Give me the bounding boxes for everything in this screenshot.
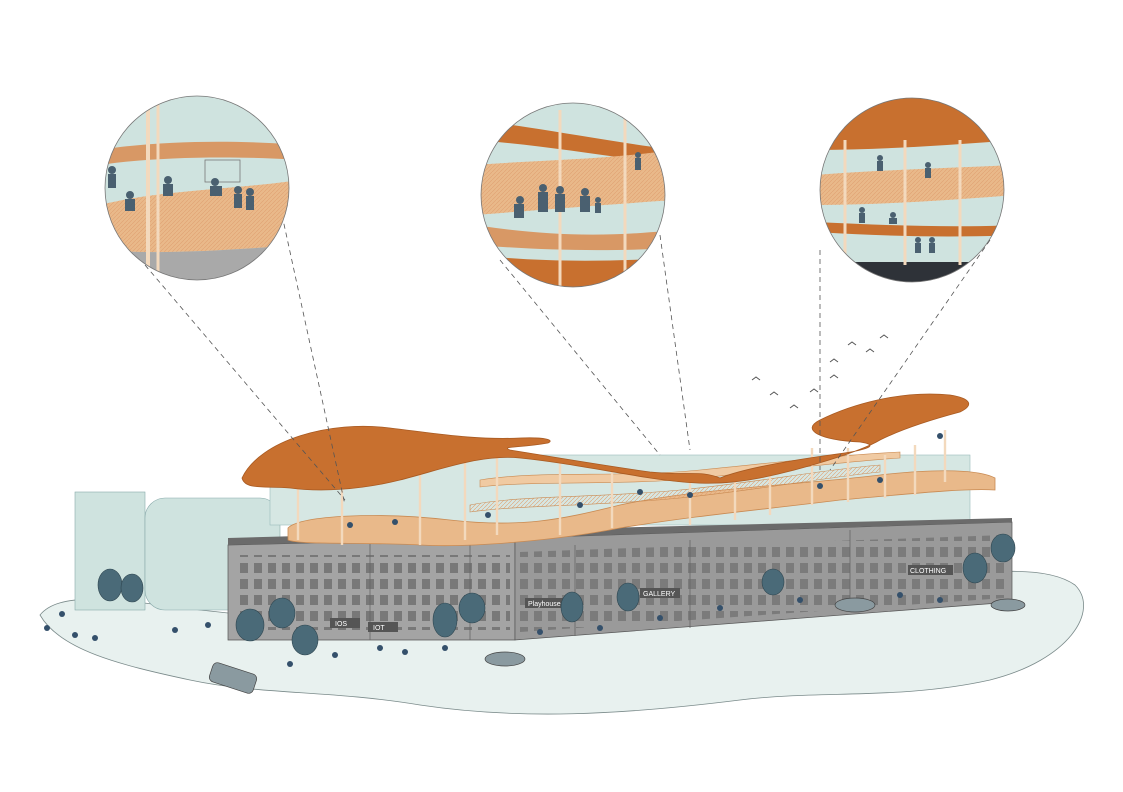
callout-stacked-decks: [819, 97, 1005, 283]
sign-5: CLOTHING: [910, 568, 946, 575]
callout-ramp-walkway: [480, 102, 666, 288]
pedestrians: [44, 433, 943, 667]
birds: [751, 334, 889, 409]
bus-icon: [208, 662, 258, 694]
street-trees: [97, 533, 1016, 656]
car-icon: [990, 598, 1026, 612]
columns: [296, 430, 947, 545]
undulating-roof: [241, 393, 970, 491]
sign-1: IOS: [335, 621, 347, 628]
sign-3: Playhouse: [528, 601, 561, 608]
callout-leaders: [144, 214, 991, 506]
car-icon: [484, 651, 526, 667]
sign-2: IOT: [373, 625, 385, 632]
car-icon: [834, 597, 876, 613]
callout-skating-rink: [104, 95, 290, 281]
sign-4: GALLERY: [643, 591, 675, 598]
vehicles: [208, 597, 1026, 694]
